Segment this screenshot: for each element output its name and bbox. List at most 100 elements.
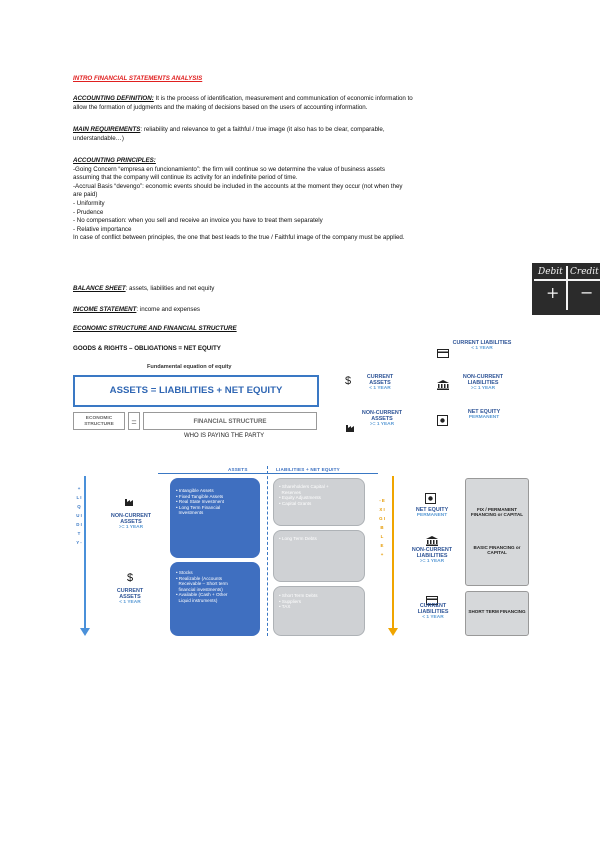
fin-basic-label: BASIC FINANCING or CAPITAL xyxy=(473,545,521,556)
bank-icon xyxy=(426,533,438,551)
d2-right-net-equity: NET EQUITY PERMANENT xyxy=(412,507,452,519)
safe-icon xyxy=(425,491,436,509)
equity-item: • Equity Adjustments xyxy=(279,495,321,501)
d2-left-non-current-label: NON-CURRENT ASSETS xyxy=(110,513,152,525)
economic-structure-box: ECONOMIC STRUCTURE xyxy=(73,412,125,430)
main-requirements: MAIN REQUIREMENTS: reliability and relev… xyxy=(73,126,543,143)
short-term-item: • TAX xyxy=(279,604,291,610)
asset-item: Investments xyxy=(176,510,204,516)
d1-non-current-assets-label: NON-CURRENT ASSETS xyxy=(361,410,403,422)
d2-right-net-equity-sub: PERMANENT xyxy=(416,513,448,518)
d2-left-current: CURRENT ASSETS < 1 YEAR xyxy=(108,588,152,606)
principle-line: - Prudence xyxy=(73,208,104,216)
principle-line: assuming that the company will continue … xyxy=(73,174,298,182)
party-caption: WHO IS PAYING THE PARTY xyxy=(184,433,265,439)
structure-heading: ECONOMIC STRUCTURE AND FINANCIAL STRUCTU… xyxy=(73,325,237,332)
equity-item: • Shareholders Capital + xyxy=(279,484,329,489)
accounting-principles: ACCOUNTING PRINCIPLES: -Going Concern “e… xyxy=(73,157,543,243)
safe-icon xyxy=(437,413,448,431)
page-title: INTRO FINANCIAL STATEMENTS ANALYSIS xyxy=(73,75,203,82)
debit-plus: + xyxy=(546,283,560,302)
liquidity-vertical-label: + L I Q U I D I T Y - xyxy=(76,486,82,545)
main-requirements-line2: understandable…) xyxy=(73,134,124,142)
asset-item: Receivable – Short term xyxy=(176,581,228,587)
d2-right-non-current-sub: >= 1 YEAR xyxy=(419,559,445,564)
income-statement: INCOME STATEMENT: income and expenses xyxy=(73,306,200,315)
permanent-financing-group: FIX / PERMANENT FINANCING or CAPITAL BAS… xyxy=(465,478,529,586)
equity-box: • Shareholders Capital + Reserves • Equi… xyxy=(273,478,365,526)
financial-structure-box: FINANCIAL STRUCTURE xyxy=(143,412,317,430)
d1-current-assets: CURRENT ASSETS < 1 YEAR xyxy=(360,374,400,392)
d2-right-current: CURRENT LIABILITIES < 1 YEAR xyxy=(408,603,458,621)
d2-right-current-label: CURRENT LIABILITIES xyxy=(417,603,449,615)
accounting-definition-heading: ACCOUNTING DEFINITION: xyxy=(73,95,154,102)
debit-credit-chalkboard: Debit Credit + − xyxy=(532,263,600,315)
dollar-icon: $ xyxy=(345,375,352,387)
d2-right-net-equity-label: NET EQUITY xyxy=(415,507,449,513)
d1-non-current-liabilities-sub: >= 1 YEAR xyxy=(470,386,496,391)
d2-left-non-current: NON-CURRENT ASSETS >= 1 YEAR xyxy=(100,513,162,531)
d1-net-equity-sub: PERMANENT xyxy=(468,415,500,420)
balance-sheet-text: : assets, liabilities and net equity xyxy=(125,285,215,292)
asset-item: • Stocks xyxy=(176,570,193,575)
d1-current-assets-sub: < 1 YEAR xyxy=(369,386,391,391)
bank-icon xyxy=(437,377,449,395)
accounting-definition: ACCOUNTING DEFINITION: It is the process… xyxy=(73,95,543,112)
exigible-vertical-label: - E X I G I B L E + xyxy=(379,498,385,557)
factory-icon xyxy=(346,419,357,437)
asset-item: • Fixed Tangible Assets xyxy=(176,493,224,499)
accounting-definition-line1: It is the process of identification, mea… xyxy=(153,95,413,102)
equity-item: Reserves xyxy=(279,489,301,495)
chalk-vertical-line xyxy=(566,266,568,310)
principle-line: are paid) xyxy=(73,191,98,199)
income-statement-heading: INCOME STATEMENT xyxy=(73,306,137,313)
principle-line: -Accrual Basis “devengo”: economic event… xyxy=(73,182,403,190)
long-term-debts-box: • Long Term Debts xyxy=(273,530,365,582)
principles-heading: ACCOUNTING PRINCIPLES: xyxy=(73,157,156,164)
income-statement-text: : income and expenses xyxy=(136,306,201,313)
short-term-item: • Short Term Debts xyxy=(279,593,318,598)
credit-card-icon xyxy=(437,345,449,363)
dollar-icon: $ xyxy=(127,572,134,584)
principle-line: In case of conflict between principles, … xyxy=(73,234,405,242)
exigible-arrow-head xyxy=(388,628,398,636)
d2-right-non-current: NON-CURRENT LIABILITIES >= 1 YEAR xyxy=(403,547,461,565)
asset-item: • Intangible Assets xyxy=(176,488,214,493)
short-term-item: • Suppliers xyxy=(279,598,302,604)
d2-right-current-sub: < 1 YEAR xyxy=(422,615,444,620)
principle-line: - No compensation: when you sell and rec… xyxy=(73,217,323,225)
d1-non-current-assets: NON-CURRENT ASSETS >= 1 YEAR xyxy=(358,410,406,428)
principle-line: -Going Concern “empresa en funcionamient… xyxy=(73,165,385,173)
fundamental-equation: ASSETS = LIABILITIES + NET EQUITY xyxy=(73,375,319,407)
accounting-definition-line2: allow the formation of judgments and the… xyxy=(73,103,368,111)
d2-left-current-label: CURRENT ASSETS xyxy=(116,588,144,600)
main-requirements-heading: MAIN REQUIREMENTS xyxy=(73,126,141,133)
d1-current-liabilities-sub: < 1 YEAR xyxy=(471,346,493,351)
equation-caption: Fundamental equation of equity xyxy=(147,364,232,370)
fin-permanent-label: FIX / PERMANENT FINANCING or CAPITAL xyxy=(470,507,524,518)
liquidity-arrow xyxy=(84,476,86,632)
liabilities-header: LIABILITIES + NET EQUITY xyxy=(276,467,340,472)
credit-label: Credit xyxy=(570,267,599,277)
exigible-arrow xyxy=(392,476,394,632)
short-term-debts-box: • Short Term Debts • Suppliers • TAX xyxy=(273,586,365,636)
factory-icon xyxy=(125,493,136,511)
d1-non-current-liabilities: NON-CURRENT LIABILITIES >= 1 YEAR xyxy=(450,374,516,392)
non-current-assets-box: • Intangible Assets • Fixed Tangible Ass… xyxy=(170,478,260,558)
asset-item: • Long Term Financial xyxy=(176,504,221,510)
long-term-item: • Long Term Debts xyxy=(279,536,317,541)
d1-net-equity: NET EQUITY PERMANENT xyxy=(462,409,506,421)
assets-header: ASSETS xyxy=(228,467,248,472)
debit-label: Debit xyxy=(538,267,563,277)
asset-item: • Realizable (Accounts xyxy=(176,575,223,581)
liquidity-arrow-head xyxy=(80,628,90,636)
equation-line: GOODS & RIGHTS – OBLIGATIONS = NET EQUIT… xyxy=(73,345,221,352)
asset-item: • Real State Investment xyxy=(176,499,225,505)
asset-item: Liquid instruments) xyxy=(176,597,218,603)
d1-non-current-assets-sub: >= 1 YEAR xyxy=(369,422,395,427)
header-rule xyxy=(158,473,378,474)
credit-card-icon xyxy=(426,592,438,610)
asset-item: financial investments) xyxy=(176,586,223,592)
principle-line: - Uniformity xyxy=(73,199,105,207)
balance-sheet-heading: BALANCE SHEET xyxy=(73,285,126,292)
